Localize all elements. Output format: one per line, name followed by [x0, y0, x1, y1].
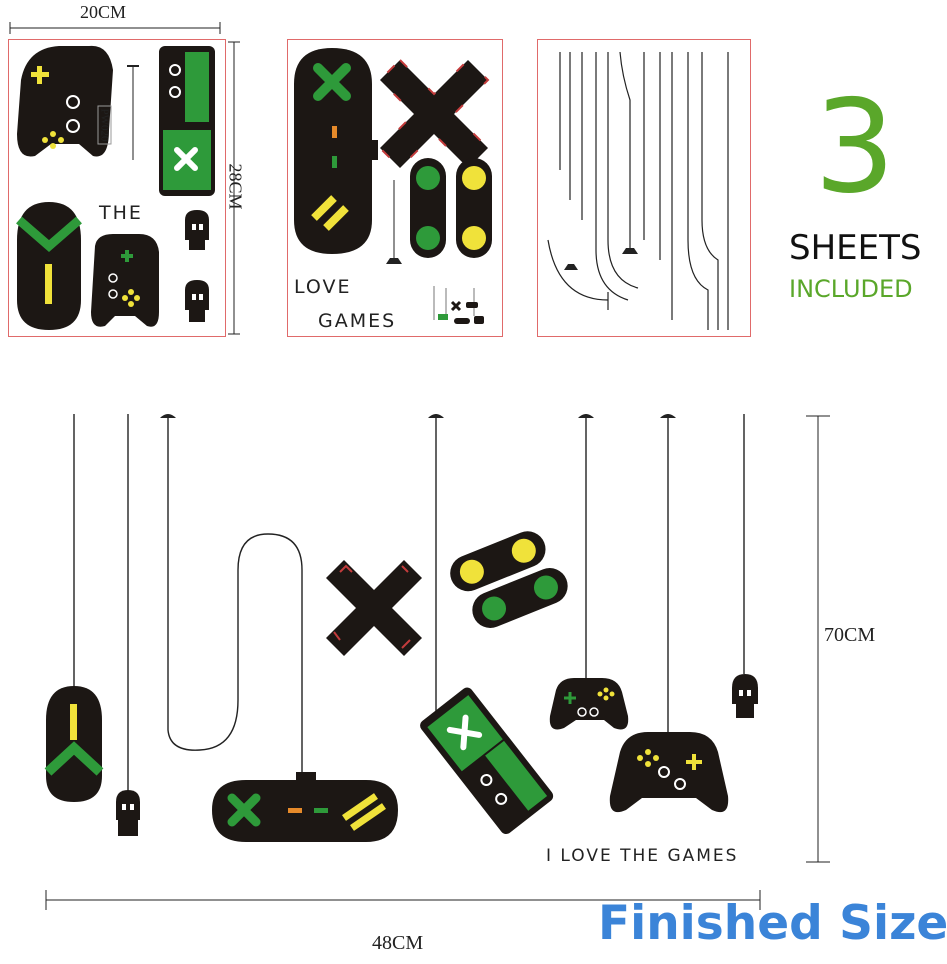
sheet-width-dimension: 20CM: [8, 0, 222, 36]
button-pills-sticker: [410, 158, 492, 258]
mini-preview-graphic: [433, 286, 484, 324]
controller-sticker: [17, 45, 113, 157]
cross-sticker: [378, 58, 490, 170]
sheet-width-arrow: [9, 22, 221, 34]
hanging-lines-sticker: [547, 51, 729, 330]
sheet-count: 3: [814, 73, 896, 222]
sheet-3-artwork: [547, 51, 729, 330]
sheet-height-arrow: [228, 41, 240, 335]
finished-height-label: 70CM: [824, 624, 876, 646]
sheet-2-text-games: GAMES: [318, 310, 397, 332]
finished-width-arrow: [45, 890, 761, 910]
included-label: INCLUDED: [789, 275, 913, 303]
finished-caption: I LOVE THE GAMES: [546, 846, 739, 866]
sheet-2-text-love: LOVE: [294, 276, 352, 298]
finished-size-label: Finished Size: [598, 896, 947, 951]
finished-usb-right: [732, 674, 758, 718]
sheet-width-label: 20CM: [80, 2, 127, 22]
sticker-sheet-2: LOVE GAMES: [287, 39, 503, 337]
remote-sticker: [159, 46, 215, 196]
sheet-1-code: PW020: [97, 105, 112, 145]
finished-mouse: [44, 686, 104, 802]
finished-small-controller: [549, 678, 629, 730]
sheets-label: SHEETS: [789, 228, 922, 268]
sheet-1-artwork: [16, 45, 215, 330]
finished-width-label: 48CM: [372, 932, 424, 954]
sheet-height-label: 28CM: [225, 163, 246, 210]
sheet-1-text: THE: [99, 202, 143, 224]
finished-height-arrow: [806, 415, 830, 863]
sheet-2-artwork: [294, 48, 492, 324]
finished-button-pills: [450, 531, 568, 628]
finished-gamepad: [212, 772, 398, 842]
finished-remote: [420, 687, 554, 835]
finished-usb-left: [116, 790, 140, 836]
finished-cross: [326, 560, 422, 656]
sticker-sheet-1: PW020 THE: [8, 39, 226, 337]
small-controller-sticker: [91, 234, 159, 327]
usb-plug-sticker: [185, 210, 209, 322]
finished-big-controller: [609, 732, 729, 813]
sticker-sheet-3: [537, 39, 751, 337]
finished-decal-artwork: [44, 414, 830, 910]
sheet-height-dimension: 28CM: [226, 40, 260, 336]
vertical-gamepad-sticker: [294, 48, 378, 254]
finished-decal-layout: I LOVE THE GAMES 70CM 48CM: [0, 400, 947, 964]
mouse-sticker: [16, 202, 82, 330]
